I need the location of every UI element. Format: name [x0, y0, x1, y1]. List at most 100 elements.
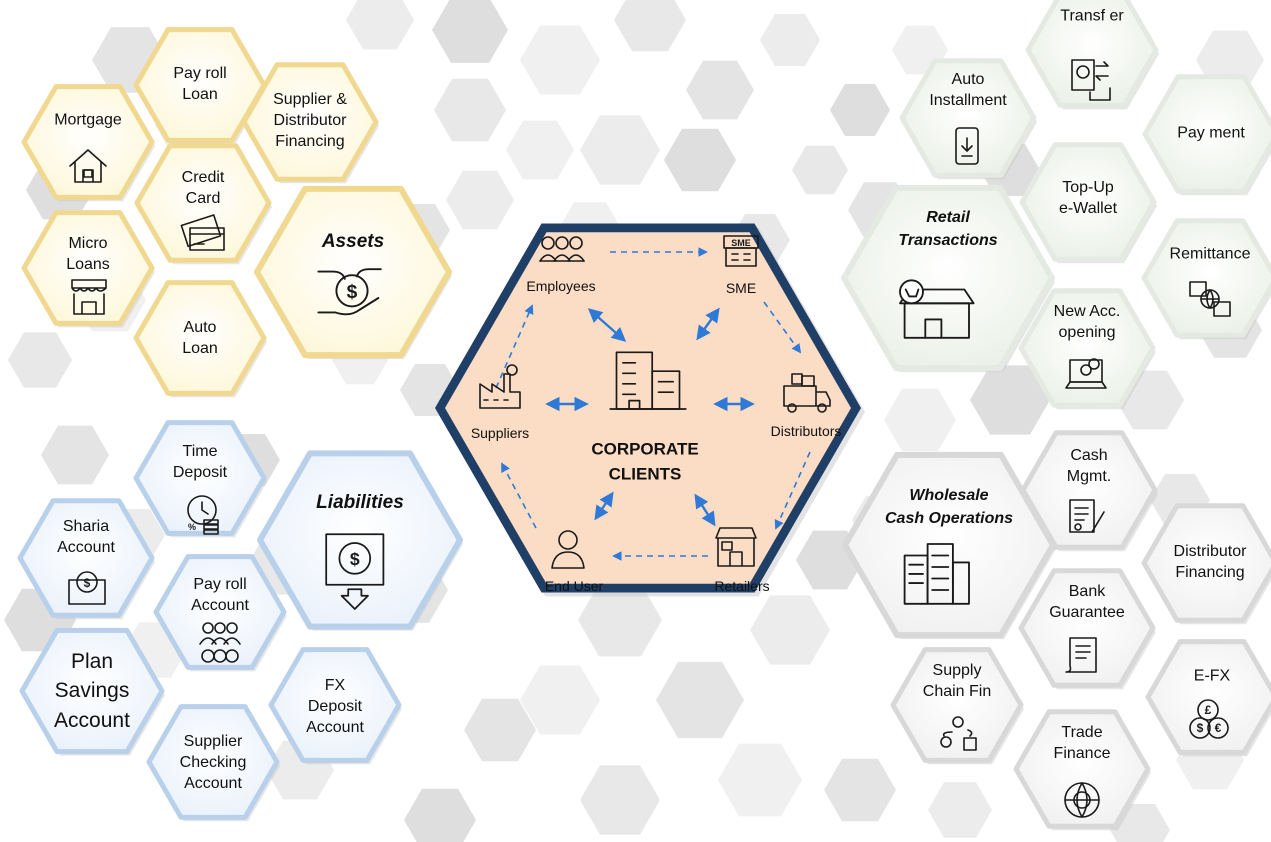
liability-time-deposit-label: Time Deposit [172, 443, 228, 481]
background-hexagon [446, 170, 514, 230]
end-user-icon [551, 530, 585, 569]
hex-retail [841, 184, 1055, 372]
node-end-user-label: End User [544, 577, 604, 594]
retailers-store-icon [715, 527, 757, 567]
arrow-distributors-retailers [774, 451, 811, 530]
background-hexagon [686, 60, 754, 120]
wholesale-bank-guarantee-label: Bank Guarantee [1049, 583, 1125, 621]
hex-topup [1019, 142, 1157, 262]
arrow-retailers-center [694, 493, 716, 527]
background-hexagon [41, 425, 109, 485]
cash-mgmt-icon [1069, 499, 1105, 533]
supply-chain-icon [940, 716, 977, 751]
store-icon [71, 279, 107, 315]
hex-bank-guarantee [1018, 568, 1156, 688]
wholesale-trade-finance-label: Trade Finance [1053, 724, 1111, 762]
currency-exchange-icon-pound: £ [1205, 703, 1212, 717]
hex-supplier-financing [241, 62, 379, 182]
asset-auto-loan-label: Auto Loan [182, 319, 218, 357]
corporate-building-icon [609, 351, 687, 410]
node-suppliers-label: Suppliers [470, 424, 530, 441]
money-hands-icon-symbol: $ [347, 282, 358, 303]
mobile-install-icon [955, 127, 979, 165]
hex-credit-card [134, 143, 272, 263]
hex-assets [254, 185, 452, 359]
arrow-sme-center [696, 307, 720, 341]
remittance-globe-icon [1189, 281, 1231, 317]
node-distributors-label: Distributors [770, 422, 842, 439]
wholesale-buildings-icon [903, 543, 970, 605]
credit-card-icon [180, 214, 225, 251]
deposit-box-icon: $ [325, 533, 385, 610]
deposit-box-icon-symbol: $ [350, 549, 360, 569]
background-hexagon [520, 665, 600, 735]
hex-supplier-checking [146, 704, 280, 820]
background-hexagon [664, 128, 736, 192]
background-hexagon [578, 583, 662, 657]
employees-icon [539, 236, 585, 262]
retail-new-account-label: New Acc. opening [1053, 303, 1121, 341]
liability-payroll-account-label: Pay roll Account [191, 576, 249, 614]
background-hexagon [434, 78, 506, 142]
background-hexagon [656, 661, 744, 739]
corporate-clients-title: CORPORATE CLIENTS [591, 439, 699, 483]
asset-micro-loans-label: Micro Loans [66, 235, 110, 273]
background-hexagon [830, 84, 890, 136]
node-retailers-label: Retailers [714, 577, 770, 594]
sharia-wallet-icon: $ [68, 571, 106, 605]
background-hexagon [928, 782, 992, 838]
retail-remittance-label: Remittance [1169, 245, 1251, 263]
assets-title: Assets [321, 231, 385, 253]
currency-exchange-icon-euro: € [1215, 721, 1222, 735]
hex-fx-deposit [268, 647, 402, 763]
hex-transfer [1025, 0, 1159, 108]
background-hexagon [580, 115, 660, 185]
background-hexagon [970, 365, 1050, 435]
sharia-wallet-icon-symbol: $ [84, 576, 91, 590]
distributors-truck-icon [783, 373, 831, 413]
node-employees-label: Employees [526, 277, 596, 294]
retail-topup-label: Top-Up e-Wallet [1058, 179, 1118, 217]
retail-payment-label: Pay ment [1177, 124, 1245, 142]
money-hands-icon: $ [317, 268, 382, 316]
hex-payment [1142, 74, 1271, 194]
hex-liabilities [257, 450, 463, 630]
wholesale-distributor-financing-label: Distributor Financing [1173, 543, 1247, 581]
trade-finance-icon [1064, 782, 1100, 818]
liability-sharia-account-label: Sharia Account [57, 518, 115, 556]
hex-sharia-account [17, 498, 155, 618]
background-hexagon [8, 332, 72, 388]
hex-time-deposit [133, 420, 267, 536]
asset-credit-card-label: Credit Card [181, 169, 225, 207]
background-hexagon [824, 758, 896, 822]
background-hexagon [432, 0, 508, 63]
background-hexagon [580, 765, 660, 835]
node-sme-label: SME [725, 279, 757, 296]
arrow-enduser-suppliers [501, 462, 537, 529]
time-deposit-icon: % [187, 495, 219, 535]
new-account-laptop-icon [1065, 358, 1107, 389]
liability-supplier-checking-label: Supplier Checking Account [179, 732, 247, 792]
center-hex [445, 232, 851, 584]
transfer-icon [1071, 59, 1111, 101]
liability-fx-deposit-label: FX Deposit Account [306, 676, 364, 736]
background-hexagon [614, 0, 686, 52]
currency-exchange-icon-dollar: $ [1197, 721, 1204, 735]
hex-supply-chain [890, 647, 1024, 763]
hex-remittance [1141, 218, 1271, 338]
sme-icon-badge: SME [731, 238, 751, 248]
asset-payroll-loan-label: Pay roll Loan [173, 65, 227, 103]
asset-supplier-financing-label: Supplier & Distributor Financing [273, 90, 347, 150]
background-hexagon [346, 0, 414, 50]
hex-auto-installment [899, 58, 1037, 178]
arrow-enduser-center [594, 491, 614, 521]
background-hexagon [506, 120, 574, 180]
background-hexagon [760, 14, 820, 66]
background-hexagon [520, 25, 600, 95]
arrow-suppliers-employees [495, 304, 534, 389]
hex-wholesale [842, 451, 1056, 639]
bank-guarantee-icon [1065, 637, 1097, 673]
hex-payroll-account [153, 554, 287, 670]
